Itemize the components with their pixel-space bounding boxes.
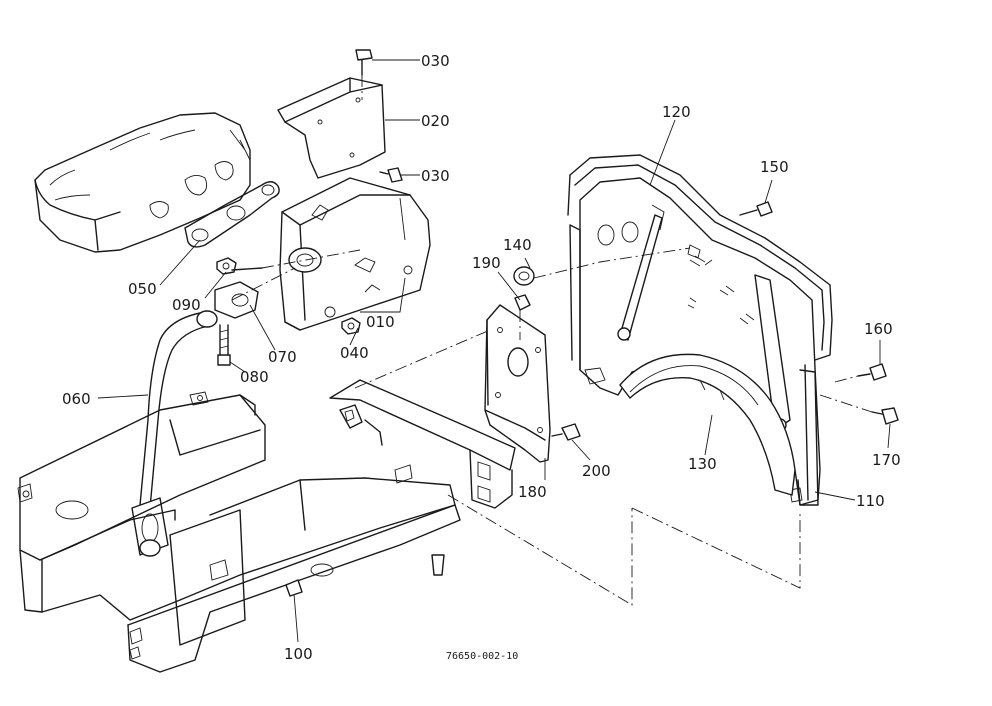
bolt-080 [217,324,231,366]
callout-010: 010 [366,313,395,331]
heat-cover-020 [277,77,386,179]
callout-labels: 030 020 030 010 040 050 090 070 080 060 … [62,52,901,663]
bolt-190 [514,294,531,311]
seal-gasket-120 [567,154,833,361]
callout-020: 020 [421,112,450,130]
bolt-030-top [355,49,373,76]
engine-block [34,112,251,253]
callout-160: 160 [864,320,893,338]
arch-plate-130 [619,353,796,496]
callout-030-side: 030 [421,167,450,185]
callout-040: 040 [340,344,369,362]
callout-070: 070 [268,348,297,366]
bolt-170 [871,407,899,425]
callout-050: 050 [128,280,157,298]
frame-chassis [17,391,461,673]
callout-080: 080 [240,368,269,386]
callout-130: 130 [688,455,717,473]
callout-030-top: 030 [421,52,450,70]
bolt-150 [739,201,773,217]
leader-lines [97,59,891,643]
bolt-030-side [379,167,403,183]
gasket-050 [184,181,280,248]
figure-reference-number: 76650-002-10 [446,651,518,662]
callout-180: 180 [518,483,547,501]
callout-110: 110 [856,492,885,510]
callout-140: 140 [503,236,532,254]
nut-040 [341,317,361,335]
callout-090: 090 [172,296,201,314]
nut-090 [216,257,263,275]
bolt-200 [551,423,581,441]
callout-100: 100 [284,645,313,663]
muffler-010 [279,177,431,331]
callout-150: 150 [760,158,789,176]
bracket-plate-180 [484,304,551,463]
collar-140 [513,266,535,286]
mounting-rail [329,379,516,509]
exhaust-pipe-060 [131,310,218,557]
bolt-160 [857,363,887,381]
alignment-lines [231,75,873,606]
callout-170: 170 [872,451,901,469]
callout-060: 060 [62,390,91,408]
callout-200: 200 [582,462,611,480]
callout-190: 190 [472,254,501,272]
callout-120: 120 [662,103,691,121]
clamp-070 [214,281,259,319]
